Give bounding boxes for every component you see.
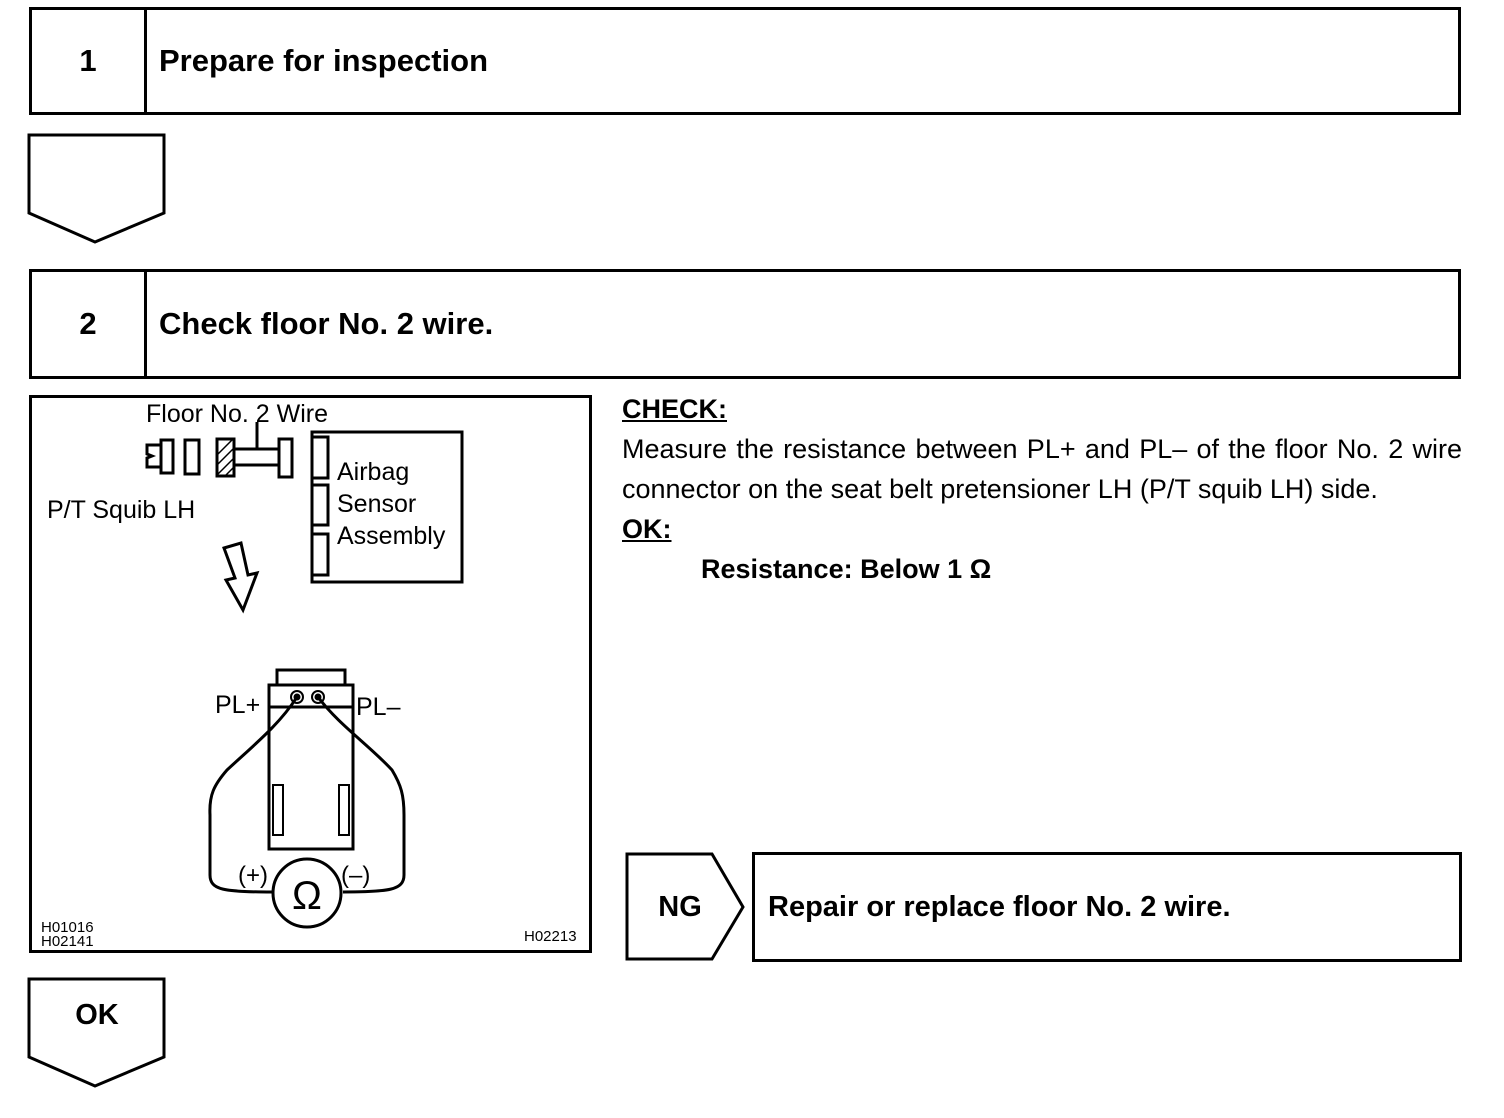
meter-leads bbox=[208, 696, 406, 929]
label-pl-plus: PL+ bbox=[215, 691, 260, 719]
check-section: CHECK: Measure the resistance between PL… bbox=[622, 389, 1462, 589]
label-meter-plus: (+) bbox=[238, 862, 268, 889]
label-pl-minus: PL– bbox=[356, 693, 401, 721]
ng-arrow-box: NG bbox=[625, 852, 747, 962]
label-pt-squib: P/T Squib LH bbox=[47, 496, 195, 524]
check-heading: CHECK: bbox=[622, 394, 727, 424]
label-meter-minus: (–) bbox=[341, 862, 370, 889]
ok-heading: OK: bbox=[622, 514, 672, 544]
ng-action-box: Repair or replace floor No. 2 wire. bbox=[752, 852, 1462, 962]
label-airbag-2: Sensor bbox=[337, 490, 416, 518]
hollow-arrow-down-icon bbox=[222, 541, 260, 614]
label-airbag-1: Airbag bbox=[337, 458, 409, 486]
figure-code-2: H02141 bbox=[41, 933, 94, 950]
step-1-header: 1 Prepare for inspection bbox=[29, 7, 1461, 115]
inspection-diagram: Floor No. 2 Wire P/T Squib LH Airbag Sen… bbox=[29, 395, 592, 953]
step-1-title: Prepare for inspection bbox=[159, 43, 489, 78]
ok-label: OK bbox=[75, 999, 119, 1031]
step-2-header: 2 Check floor No. 2 wire. bbox=[29, 269, 1461, 379]
ng-arrow-right-icon bbox=[625, 852, 745, 961]
ng-action-text: Repair or replace floor No. 2 wire. bbox=[768, 890, 1231, 923]
ok-arrow: OK bbox=[27, 977, 167, 1089]
step-2-title: Check floor No. 2 wire. bbox=[159, 306, 494, 341]
connector-drawing bbox=[145, 422, 464, 584]
ok-arrow-down-icon bbox=[27, 977, 166, 1088]
step-2-number: 2 bbox=[32, 272, 147, 376]
label-floor-wire: Floor No. 2 Wire bbox=[146, 400, 328, 428]
check-body: Measure the resistance between PL+ and P… bbox=[622, 434, 1462, 504]
figure-code-3: H02213 bbox=[524, 928, 577, 945]
step-1-number: 1 bbox=[32, 10, 147, 112]
ng-label: NG bbox=[658, 890, 702, 923]
ok-spec: Resistance: Below 1 Ω bbox=[701, 554, 992, 584]
ohm-meter-icon: Ω bbox=[292, 874, 322, 918]
label-airbag-3: Assembly bbox=[337, 522, 446, 550]
figure-code-1: H01016 bbox=[41, 919, 94, 936]
flow-arrow-down-icon bbox=[27, 133, 166, 244]
